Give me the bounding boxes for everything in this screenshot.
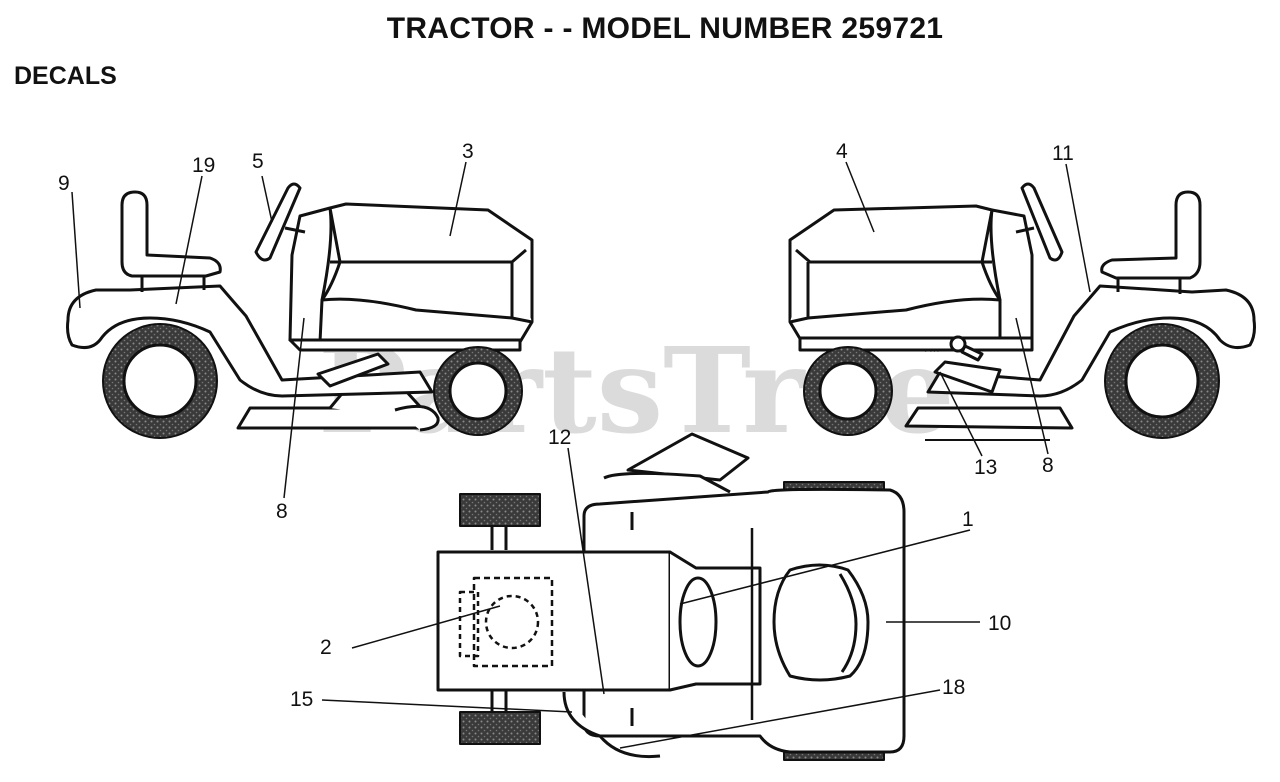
tractor-right-side-view — [788, 182, 1256, 441]
callout-8-left: 8 — [276, 500, 288, 523]
callout-3: 3 — [462, 140, 474, 163]
callout-5: 5 — [252, 150, 264, 173]
tractor-left-wheels — [102, 323, 523, 439]
callout-19: 19 — [192, 154, 215, 177]
callout-18: 18 — [942, 676, 965, 699]
tractor-right-wheels — [803, 323, 1220, 439]
tractor-left-side-view — [66, 182, 534, 432]
tractor-top-view — [436, 432, 906, 761]
callout-12: 12 — [548, 426, 571, 449]
callout-10: 10 — [988, 612, 1011, 635]
callout-4: 4 — [836, 140, 848, 163]
callout-8-right: 8 — [1042, 454, 1054, 477]
callout-1: 1 — [962, 508, 974, 531]
callout-13: 13 — [974, 456, 997, 479]
callout-11: 11 — [1052, 142, 1074, 165]
callout-9: 9 — [58, 172, 70, 195]
callout-leaders — [71, 161, 1091, 749]
section-heading: DECALS — [14, 62, 117, 90]
diagram-title: TRACTOR - - MODEL NUMBER 259721 — [386, 12, 944, 45]
callout-labels: 9 19 5 3 8 4 11 8 13 1 2 10 12 15 18 — [58, 140, 1074, 711]
callout-2: 2 — [320, 636, 332, 659]
callout-15: 15 — [290, 688, 313, 711]
